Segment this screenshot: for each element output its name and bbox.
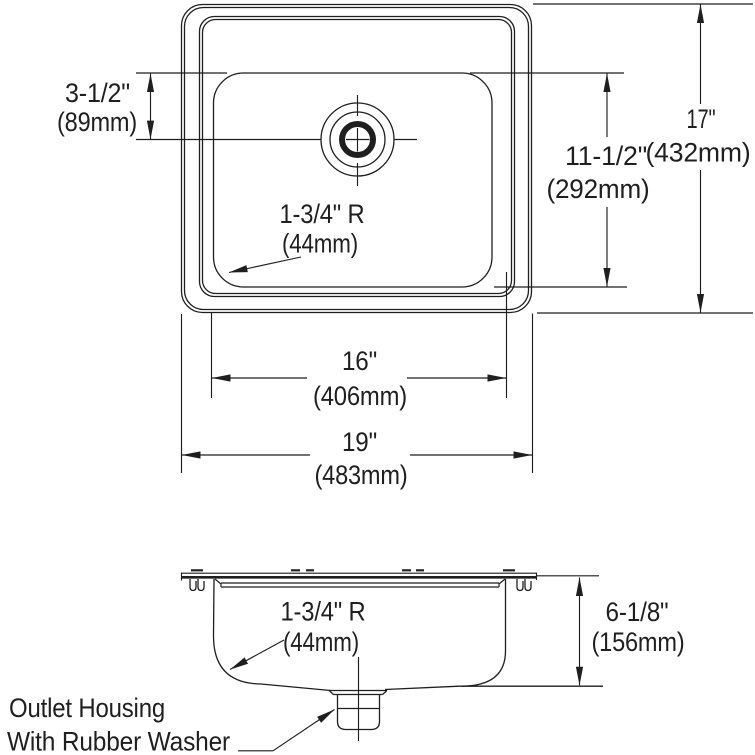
outlet-note-line1: Outlet Housing bbox=[9, 693, 165, 723]
dim-overall-width: 19" (483mm) bbox=[180, 313, 534, 490]
clip-left bbox=[189, 579, 205, 592]
dim-bowl-width-mm: (406mm) bbox=[313, 381, 407, 411]
drain-icon bbox=[320, 95, 417, 186]
radius-label-mm: (44mm) bbox=[283, 627, 359, 657]
corner-radius-callout-side: 1-3/4" R (44mm) bbox=[229, 597, 366, 671]
dim-overall-ftb-inches: 17" bbox=[687, 104, 716, 134]
drain-outlet-housing bbox=[328, 657, 388, 741]
dim-bowl-ftb-inches: 11-1/2" bbox=[565, 141, 647, 171]
radius-label-inches: 1-3/4" R bbox=[280, 199, 365, 229]
dim-overall-width-mm: (483mm) bbox=[315, 460, 408, 490]
dim-depth-inches: 6-1/8" bbox=[606, 597, 669, 627]
countertop-rim bbox=[180, 569, 538, 588]
radius-label-mm: (44mm) bbox=[282, 229, 358, 259]
bowl-outline bbox=[212, 72, 493, 288]
top-view-plan bbox=[180, 3, 533, 314]
dim-drain-offset: 3-1/2" (89mm) bbox=[57, 72, 321, 141]
outlet-note-line2: With Rubber Washer bbox=[7, 727, 230, 755]
side-view-section: 1-3/4" R (44mm) 6-1/8" (156mm) Outlet Ho… bbox=[7, 569, 685, 755]
outlet-housing-note: Outlet Housing With Rubber Washer bbox=[7, 693, 335, 755]
dim-overall-width-inches: 19" bbox=[342, 427, 377, 457]
outlet-leader-arrow bbox=[272, 709, 335, 752]
radius-label-inches: 1-3/4" R bbox=[281, 597, 366, 627]
dim-bowl-width: 16" (406mm) bbox=[210, 272, 508, 411]
corner-radius-callout-top: 1-3/4" R (44mm) bbox=[228, 199, 365, 274]
dim-drain-offset-mm: (89mm) bbox=[57, 107, 137, 137]
sink-outer-rim bbox=[180, 3, 533, 314]
dim-bowl-ftb-mm: (292mm) bbox=[547, 174, 650, 204]
dim-bowl-front-to-back: 11-1/2" (292mm) bbox=[470, 72, 650, 288]
dim-overall-front-to-back: 17" (432mm) bbox=[533, 3, 753, 314]
dim-depth-mm: (156mm) bbox=[592, 627, 685, 657]
bowl-profile bbox=[212, 578, 603, 692]
top-view-dimensions: 3-1/2" (89mm) 11-1/2" (292mm) 17" (432mm… bbox=[57, 3, 753, 490]
sink-inner-rim bbox=[198, 15, 516, 298]
clip-right bbox=[516, 579, 532, 592]
dim-bowl-width-inches: 16" bbox=[342, 346, 377, 376]
dim-overall-ftb-mm: (432mm) bbox=[646, 138, 751, 168]
dim-bowl-depth: 6-1/8" (156mm) bbox=[537, 575, 685, 686]
mounting-clips bbox=[189, 579, 532, 592]
drain-centerlines bbox=[346, 95, 417, 186]
dim-drain-offset-inches: 3-1/2" bbox=[65, 78, 130, 108]
rim-lip bbox=[214, 578, 506, 588]
